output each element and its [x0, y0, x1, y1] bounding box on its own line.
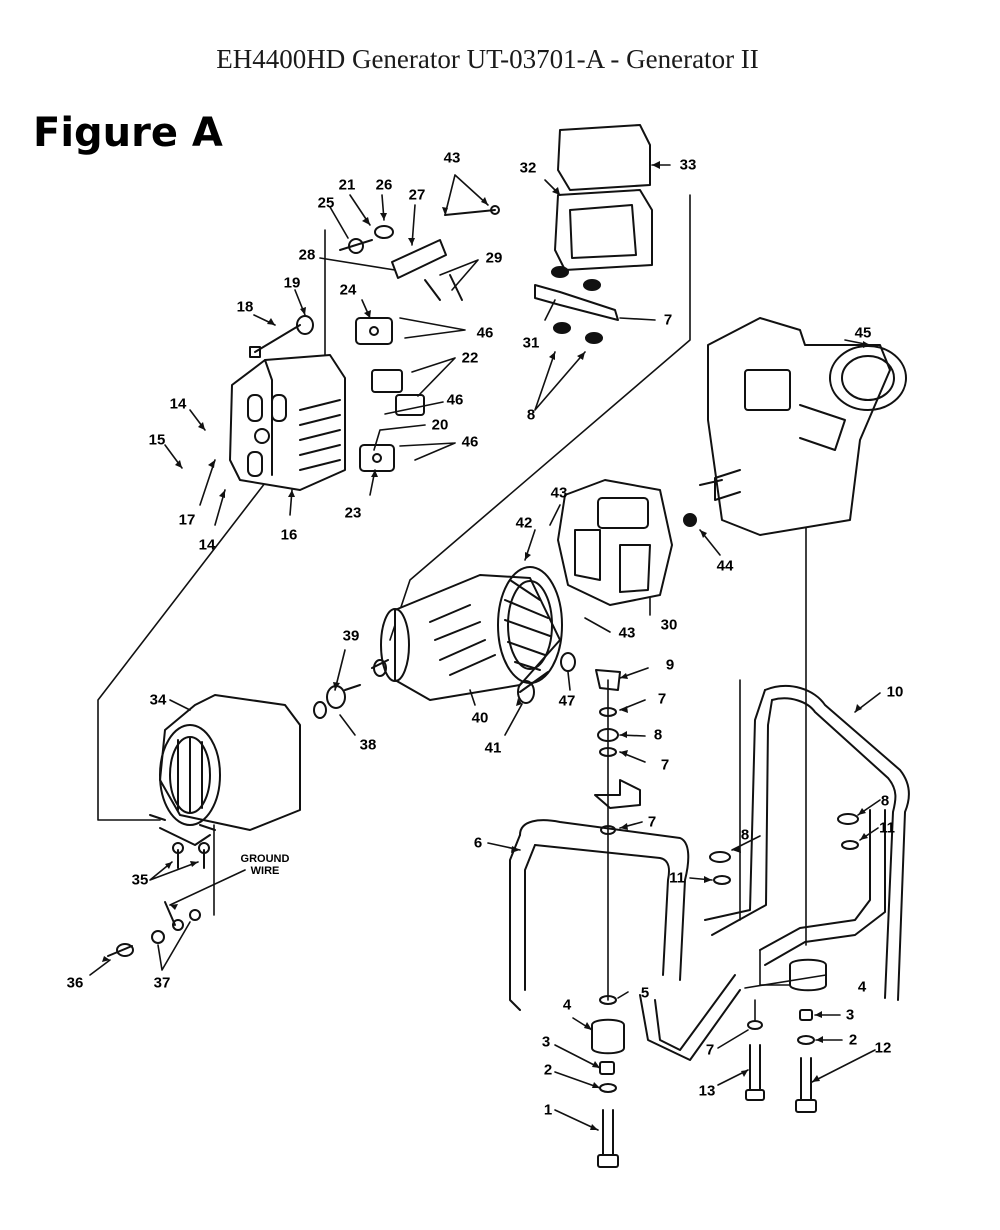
small-hardware-top [249, 205, 500, 358]
callout-47: 47 [558, 692, 576, 710]
callout-2-left: 2 [543, 1061, 553, 1079]
callout-45: 45 [854, 324, 872, 342]
callout-39: 39 [342, 627, 360, 645]
callout-14-bottom: 14 [198, 536, 216, 554]
callout-36: 36 [66, 974, 84, 992]
callout-25: 25 [317, 194, 335, 212]
callout-12: 12 [874, 1039, 892, 1057]
rotor-40 [371, 566, 563, 701]
callout-14-top: 14 [169, 395, 187, 413]
callout-20: 20 [431, 416, 449, 434]
callout-7-top: 7 [663, 311, 673, 329]
callout-11-right: 11 [879, 819, 895, 837]
callout-8-top: 8 [526, 406, 536, 424]
callout-46-bottom: 46 [461, 433, 479, 451]
control-box-16 [229, 354, 346, 491]
washer-44 [683, 513, 697, 527]
callout-42: 42 [515, 514, 533, 532]
end-housing-34 [149, 694, 301, 846]
rotor-bolt-41-47 [517, 652, 576, 704]
callout-11-left: 11 [669, 869, 685, 887]
callout-7-a: 7 [657, 690, 667, 708]
callout-31: 31 [522, 334, 540, 352]
callout-8-right: 8 [880, 792, 890, 810]
callout-7-low: 7 [705, 1041, 715, 1059]
callout-5: 5 [640, 984, 650, 1002]
reference-lines [97, 194, 807, 1021]
callout-21: 21 [338, 176, 356, 194]
callout-7-c: 7 [647, 813, 657, 831]
bearing-38-39 [313, 684, 361, 719]
callout-19: 19 [283, 274, 301, 292]
callout-34: 34 [149, 691, 167, 709]
callout-24: 24 [339, 281, 357, 299]
bracket-31 [534, 266, 619, 344]
arrowheads [102, 161, 870, 1130]
callout-32: 32 [519, 159, 537, 177]
frame-6 [509, 819, 741, 1061]
callout-28: 28 [298, 246, 316, 264]
right-hardware-stack [709, 813, 859, 1113]
callout-4-right: 4 [857, 978, 867, 996]
callout-37: 37 [153, 974, 171, 992]
handle-10 [704, 685, 910, 1001]
callout-41: 41 [484, 739, 502, 757]
callout-46-mid: 46 [446, 391, 464, 409]
screws-35-37-36 [107, 842, 210, 957]
callout-33: 33 [679, 156, 697, 174]
ground-wire-label: GROUND WIRE [237, 853, 293, 877]
housing-cover-32-33 [554, 124, 653, 271]
callout-43-low: 43 [618, 624, 636, 642]
callout-7-b: 7 [660, 756, 670, 774]
callout-1: 1 [543, 1101, 553, 1119]
callout-8-mid: 8 [740, 826, 750, 844]
callout-22: 22 [461, 349, 479, 367]
callout-9: 9 [665, 656, 675, 674]
callout-27: 27 [408, 186, 426, 204]
page-title: EH4400HD Generator UT-03701-A - Generato… [216, 44, 759, 74]
ground-wire-line-2: WIRE [250, 865, 280, 877]
callout-4-left: 4 [562, 996, 572, 1014]
callout-3-left: 3 [541, 1033, 551, 1051]
callout-3-right: 3 [845, 1006, 855, 1024]
stator-housing-30 [557, 479, 673, 606]
callout-13: 13 [698, 1082, 716, 1100]
callout-44: 44 [716, 557, 734, 575]
callout-38: 38 [359, 736, 377, 754]
callout-43-mid: 43 [550, 484, 568, 502]
callout-43-top: 43 [443, 149, 461, 167]
ground-wire-line-1: GROUND [240, 853, 290, 865]
callout-8-a: 8 [653, 726, 663, 744]
callout-35: 35 [131, 871, 149, 889]
callout-6: 6 [473, 834, 483, 852]
callout-26: 26 [375, 176, 393, 194]
callout-10: 10 [886, 683, 904, 701]
callout-16: 16 [280, 526, 298, 544]
engine-45 [699, 317, 907, 536]
callout-46-top: 46 [476, 324, 494, 342]
callout-15: 15 [148, 431, 166, 449]
callout-17: 17 [178, 511, 196, 529]
center-hardware-stack [591, 669, 641, 1168]
callout-30: 30 [660, 616, 678, 634]
figure-label: Figure A [33, 110, 223, 156]
callout-2-right: 2 [848, 1031, 858, 1049]
rectifier-parts-24-22-23 [355, 317, 425, 472]
callout-18: 18 [236, 298, 254, 316]
callout-23: 23 [344, 504, 362, 522]
callout-29: 29 [485, 249, 503, 267]
callout-40: 40 [471, 709, 489, 727]
